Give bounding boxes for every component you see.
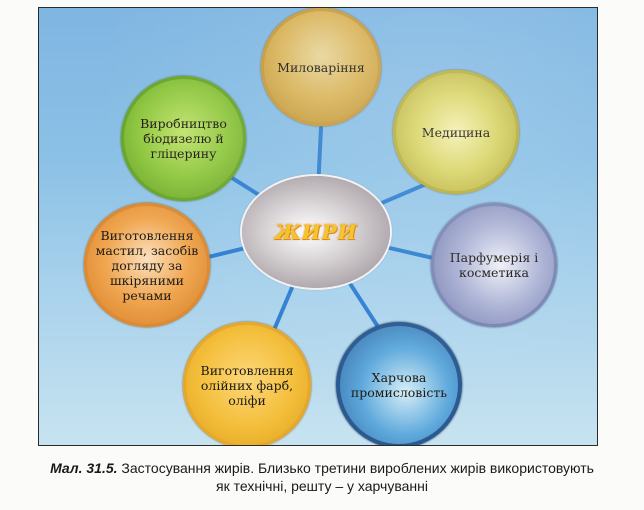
link-perfume [314,229,435,260]
node-food-industry: Харчова промисловість [336,322,462,445]
node-perfume-cosmetics: Парфумерія і косметика [431,203,557,327]
caption-text: Застосування жирів. Близько третини виро… [117,460,594,476]
figure-caption: Мал. 31.5. Застосування жирів. Близько т… [0,459,644,495]
link-oil-paints [272,229,318,332]
node-label: Медицина [421,124,491,140]
figure-label: Мал. 31.5. [50,460,118,476]
caption-line-2: як технічні, решту – у харчуванні [216,478,428,494]
node-label: Миловаріння [277,59,365,75]
link-medicine [314,168,461,233]
center-label: ЖИРИ [274,219,358,244]
center-node-fats: ЖИРИ [242,176,390,288]
node-label: Виробництво біодизелю й гліцерину [140,116,227,161]
node-label: Виготовлення мастил, засобів догляду за … [95,227,199,303]
node-label: Харчова промисловість [350,370,448,400]
node-oil-paints: Виготовлення олійних фарб, оліфи [183,322,311,445]
link-food [314,229,386,338]
diagram-frame: Миловаріння Медицина Виробництво біодизе… [38,7,598,446]
link-lubricants [202,229,318,260]
link-soap [314,126,323,233]
node-lubricants: Виготовлення мастил, засобів догляду за … [84,203,210,327]
link-biodiesel [227,174,318,233]
node-medicine: Медицина [393,70,519,194]
node-label: Виготовлення олійних фарб, оліфи [200,362,294,408]
caption-line-1: Мал. 31.5. Застосування жирів. Близько т… [0,459,644,477]
node-soap-making: Миловаріння [261,8,381,126]
node-label: Парфумерія і косметика [449,250,539,280]
connector-lines [202,126,461,338]
node-biodiesel: Виробництво біодизелю й гліцерину [121,76,246,201]
